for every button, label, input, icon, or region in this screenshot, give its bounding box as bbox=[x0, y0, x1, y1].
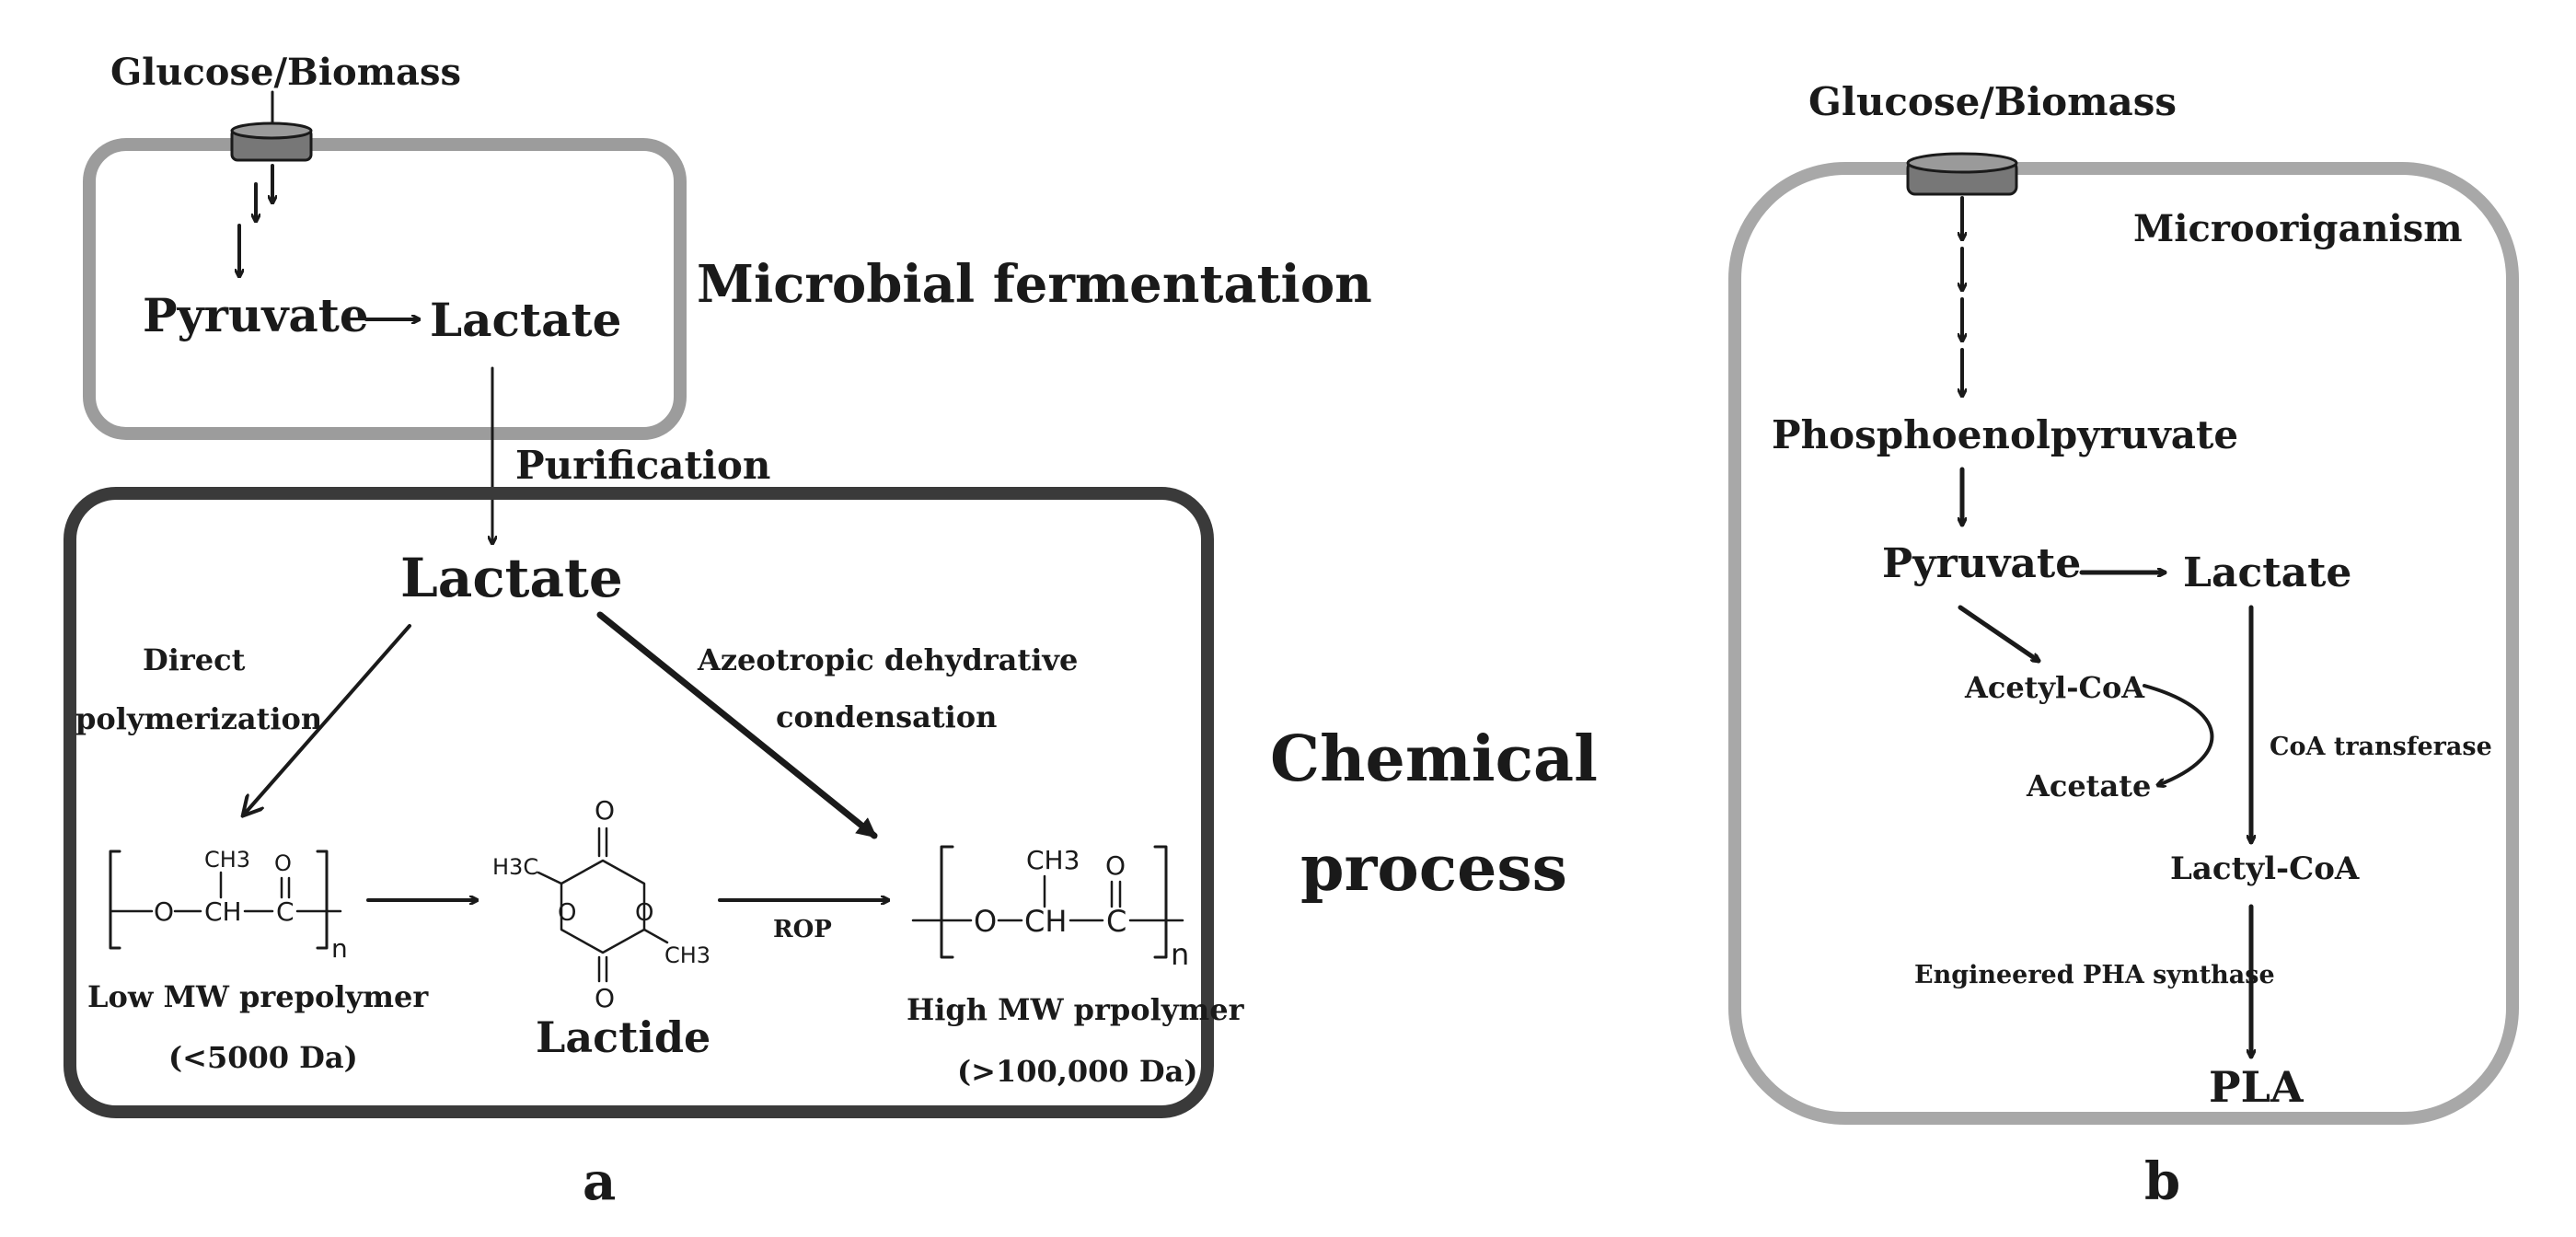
lactate-main-label: Lactate bbox=[400, 547, 623, 609]
svg-text:O: O bbox=[154, 896, 174, 927]
panel-b-label: b bbox=[2144, 1151, 2180, 1212]
high-mw-prepolymer-structure: O CH CH3 C O n bbox=[911, 845, 1189, 972]
panel-b: Glucose/Biomass Microoriganism Phosphoen… bbox=[1728, 79, 2519, 1212]
rop-label: ROP bbox=[773, 916, 832, 943]
chemical-process-box bbox=[64, 487, 1214, 1118]
lactate-label-b: Lactate bbox=[2183, 549, 2351, 596]
svg-text:H3C: H3C bbox=[492, 854, 538, 880]
high-mw-label-1: High MW prpolymer bbox=[907, 992, 1245, 1027]
microorganism-label: Microoriganism bbox=[2133, 207, 2463, 250]
chemical-label-2: process bbox=[1300, 832, 1567, 906]
acetyl-coa-to-acetate-arrow bbox=[2143, 684, 2214, 785]
svg-text:O: O bbox=[974, 904, 997, 939]
svg-text:O: O bbox=[274, 850, 292, 876]
glucose-label-b: Glucose/Biomass bbox=[1808, 79, 2177, 124]
azeotropic-label-1: Azeotropic dehydrative bbox=[697, 642, 1078, 677]
microorganism-cell-box bbox=[1728, 162, 2519, 1125]
lactyl-coa-label: Lactyl-CoA bbox=[2170, 850, 2360, 887]
svg-text:C: C bbox=[276, 896, 295, 927]
acetate-label: Acetate bbox=[2026, 769, 2151, 803]
microbial-cell-box bbox=[83, 138, 687, 440]
svg-text:n: n bbox=[331, 933, 348, 964]
svg-text:C: C bbox=[1106, 904, 1126, 939]
chemical-label-1: Chemical bbox=[1270, 723, 1598, 796]
acetyl-coa-label: Acetyl-CoA bbox=[1964, 670, 2145, 705]
pyruvate-label-a: Pyruvate bbox=[143, 288, 369, 342]
svg-text:O: O bbox=[1105, 850, 1126, 881]
pha-synthase-label: Engineered PHA synthase bbox=[1914, 961, 2275, 989]
pep-label: Phosphoenolpyruvate bbox=[1772, 412, 2238, 457]
coa-transferase-label: CoA transferase bbox=[2270, 733, 2492, 761]
transporter-icon-a bbox=[230, 121, 313, 162]
pyruvate-label-b: Pyruvate bbox=[1882, 540, 2081, 587]
direct-label-1: Direct bbox=[143, 642, 246, 677]
panel-a-label: a bbox=[583, 1151, 616, 1212]
svg-text:CH: CH bbox=[204, 896, 242, 927]
low-mw-label-1: Low MW prepolymer bbox=[87, 979, 429, 1014]
high-mw-label-2: (>100,000 Da) bbox=[957, 1054, 1197, 1089]
pyruvate-to-acetyl-coa-arrow bbox=[1958, 605, 2039, 661]
lactide-label: Lactide bbox=[536, 1012, 710, 1062]
svg-text:CH3: CH3 bbox=[204, 847, 250, 873]
svg-text:CH3: CH3 bbox=[664, 942, 710, 968]
transporter-icon-b bbox=[1906, 152, 2018, 196]
microbial-fermentation-label: Microbial fermentation bbox=[697, 254, 1372, 315]
svg-text:O: O bbox=[595, 983, 615, 1013]
svg-text:CH: CH bbox=[1024, 904, 1067, 939]
purification-label: Purification bbox=[515, 443, 770, 488]
svg-text:O: O bbox=[635, 899, 653, 927]
direct-polymerization-arrow bbox=[244, 624, 411, 815]
svg-text:CH3: CH3 bbox=[1026, 845, 1080, 875]
panel-a: Glucose/Biomass Pyruvate Lactate Microbi… bbox=[64, 51, 1598, 1212]
azeotropic-label-2: condensation bbox=[776, 699, 997, 734]
pla-label: PLA bbox=[2209, 1062, 2305, 1112]
azeotropic-condensation-arrow bbox=[596, 611, 878, 839]
svg-text:n: n bbox=[1171, 937, 1189, 972]
svg-text:O: O bbox=[558, 899, 576, 927]
low-mw-label-2: (<5000 Da) bbox=[168, 1040, 358, 1075]
svg-text:O: O bbox=[595, 795, 615, 826]
lactate-cell-label: Lactate bbox=[430, 293, 621, 347]
low-mw-prepolymer-structure: O CH CH3 C O n bbox=[109, 847, 348, 964]
lactide-structure: O O O H3C CH3 O bbox=[492, 795, 710, 1013]
glucose-label-a: Glucose/Biomass bbox=[110, 51, 461, 94]
direct-label-2: polymerization bbox=[75, 701, 322, 736]
